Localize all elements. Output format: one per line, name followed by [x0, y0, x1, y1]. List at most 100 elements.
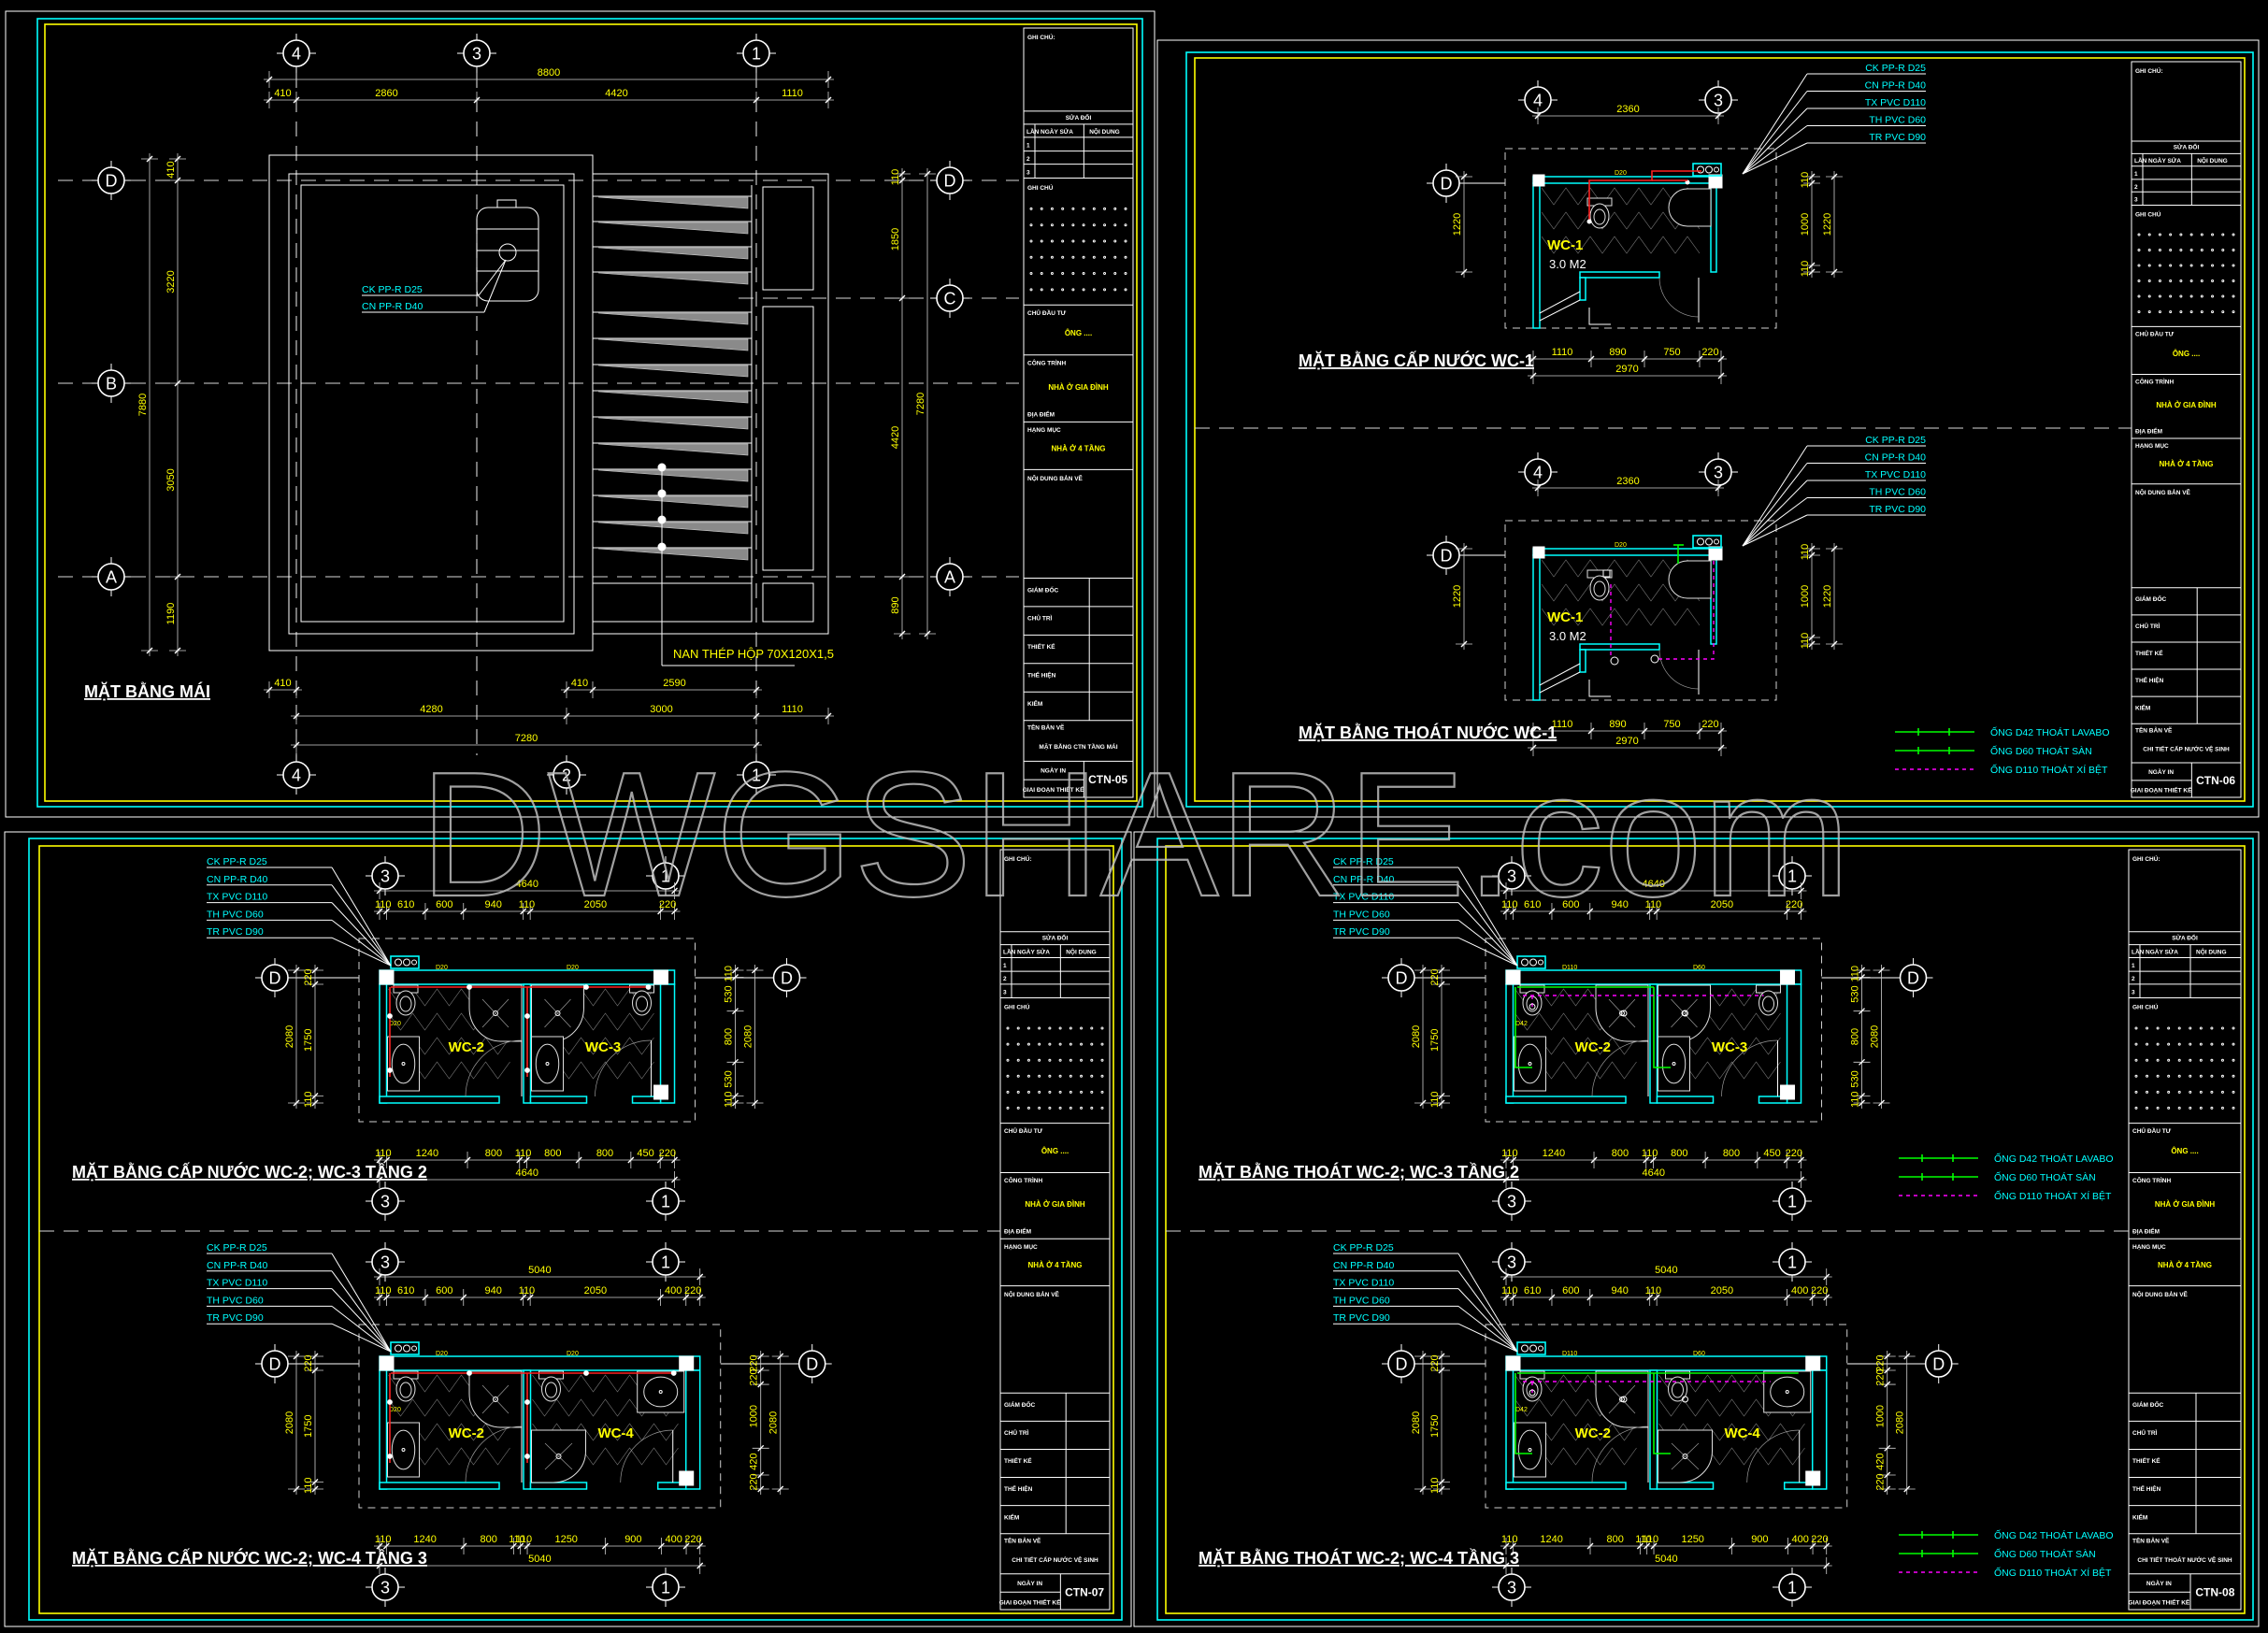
- signature-label: GIÁM ĐỐC: [2132, 1399, 2164, 1409]
- dot: [1038, 1106, 1041, 1110]
- dot: [1038, 1042, 1041, 1046]
- dim-label: 110: [1645, 899, 1662, 910]
- louver-slat: [597, 365, 749, 378]
- dot: [1040, 223, 1043, 227]
- signature-label: KIỂM: [2135, 703, 2150, 711]
- dot: [2189, 264, 2193, 267]
- dim-tick: [1808, 262, 1816, 269]
- dim-tick: [1701, 1156, 1709, 1164]
- dot: [1040, 255, 1043, 259]
- dot: [2147, 279, 2151, 283]
- dim-tick: [1798, 1156, 1805, 1164]
- drawing-title: MẶT BẰNG MÁI: [84, 681, 210, 701]
- shaft-box: [390, 955, 420, 969]
- dim-tick: [293, 686, 300, 694]
- dot: [2221, 248, 2225, 251]
- dim-label: 410: [274, 88, 291, 99]
- dim-label: 2080: [768, 1411, 780, 1434]
- grid-bubble: 3: [366, 1182, 405, 1221]
- shower-drain: [1682, 1454, 1688, 1459]
- dim-label: 220: [749, 1354, 760, 1371]
- dim-label: 940: [485, 899, 502, 910]
- dim-label: 400: [665, 1285, 682, 1296]
- grid-bubble-bottom: 2: [547, 755, 586, 795]
- grid-bubble: 1: [1773, 1182, 1812, 1221]
- dim-tick: [1784, 1294, 1791, 1301]
- dim-tick: [293, 1099, 300, 1107]
- dim-tick: [1644, 1542, 1651, 1550]
- grid-label: 3: [1507, 1193, 1516, 1211]
- pipe-label: TX PVC D110: [207, 892, 267, 903]
- dimension-vertical: 7880: [137, 153, 158, 656]
- pipe-label: CN PP-R D40: [207, 874, 268, 885]
- dim-label: 530: [1850, 1070, 1861, 1087]
- grid-label: 1: [1787, 1579, 1797, 1597]
- leader-line: [1457, 920, 1518, 967]
- dim-label: 410: [571, 678, 588, 689]
- dim-tick: [146, 155, 153, 163]
- wc-outlet: [1529, 1003, 1536, 1010]
- dim-tick: [311, 1485, 319, 1493]
- dim-tick: [1502, 1562, 1510, 1569]
- dot: [2232, 1026, 2235, 1030]
- dot: [2211, 310, 2215, 314]
- dim-label: 2860: [375, 88, 397, 99]
- room-area: 3.0 M2: [1549, 257, 1586, 271]
- drawing-name-value: CHI TIẾT THOÁT NƯỚC VỆ SINH: [2137, 1554, 2232, 1564]
- dot: [1026, 1106, 1030, 1110]
- stair-line: [1539, 671, 1581, 694]
- dot: [2220, 1074, 2224, 1078]
- dim-tick: [589, 686, 596, 694]
- dot: [2147, 248, 2151, 251]
- legend-label: ỐNG D42 THOÁT LAVABO: [1994, 1152, 2114, 1165]
- dim-tick: [460, 1294, 467, 1301]
- building-value: NHÀ Ở 4 TẦNG: [1052, 444, 1106, 453]
- dot: [2220, 1090, 2224, 1094]
- pipe-label: TH PVC D60: [1333, 909, 1390, 920]
- dot: [1113, 272, 1117, 276]
- pipe-size-tag: D60: [1693, 1351, 1705, 1357]
- dim-label: 1240: [416, 1148, 438, 1159]
- dim-tick: [174, 647, 181, 654]
- dim-tick: [266, 686, 273, 694]
- dot: [2199, 1090, 2203, 1094]
- pipe-outlet: [387, 1067, 393, 1073]
- dot: [1090, 1042, 1094, 1046]
- leader-line: [331, 1270, 392, 1353]
- sink-drain: [545, 1062, 550, 1066]
- shower-tray-icon: [531, 1429, 586, 1483]
- dot: [2156, 1106, 2160, 1110]
- dot: [2189, 1074, 2192, 1078]
- dim-label: 2050: [584, 1285, 607, 1296]
- title-block-frame: [999, 849, 1111, 1611]
- louver-slat: [597, 312, 749, 325]
- dim-tick: [1859, 1099, 1866, 1107]
- wall-left: [379, 983, 388, 1104]
- pipe-size-tag: D20: [436, 1351, 448, 1357]
- dot: [1061, 223, 1065, 227]
- dot: [2179, 294, 2183, 298]
- grid-bubble: D: [1427, 164, 1466, 203]
- grid-label: 1: [752, 45, 761, 64]
- project-label: CÔNG TRÌNH: [2135, 378, 2174, 386]
- dim-tick: [382, 908, 390, 915]
- column: [1708, 546, 1723, 561]
- notes-dots: [2137, 233, 2235, 314]
- rev-col-label: NỘI DUNG: [2197, 156, 2228, 165]
- dot: [1038, 1090, 1041, 1094]
- pipe-circle: [411, 959, 417, 966]
- dim-label: 110: [1850, 966, 1861, 982]
- dim-label: 110: [519, 899, 536, 910]
- pipe-circle: [1529, 958, 1537, 967]
- pipe-outlet: [645, 984, 652, 990]
- leader-line: [331, 920, 392, 967]
- plan-boundary: [1504, 148, 1777, 329]
- dim-label: 800: [481, 1534, 497, 1545]
- dim-label: 110: [1800, 172, 1811, 189]
